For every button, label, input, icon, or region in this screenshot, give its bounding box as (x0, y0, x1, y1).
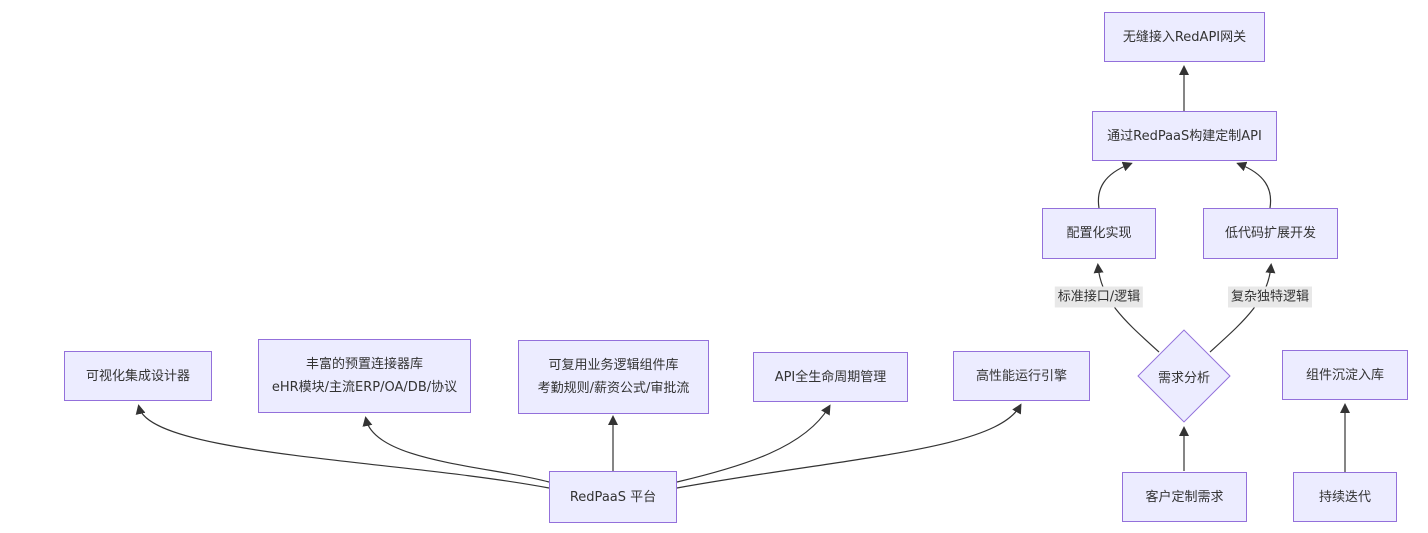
node-connector-library: 丰富的预置连接器库 eHR模块/主流ERP/OA/DB/协议 (258, 339, 471, 413)
edge-label-standard-logic: 标准接口/逻辑 (1054, 286, 1144, 308)
edge-demand-analysis-to-lowcode-dev (1209, 263, 1276, 353)
node-label: 客户定制需求 (1145, 489, 1224, 505)
edge-platform-to-visual-designer (135, 404, 550, 489)
node-label-line2: eHR模块/主流ERP/OA/DB/协议 (271, 380, 458, 395)
node-label: 配置化实现 (1066, 226, 1132, 241)
node-visual-designer: 可视化集成设计器 (64, 351, 212, 401)
node-label-line1: 可复用业务逻辑组件库 (548, 358, 679, 373)
node-label: 低代码扩展开发 (1224, 226, 1316, 241)
node-runtime-engine: 高性能运行引擎 (953, 351, 1090, 401)
node-config-impl: 配置化实现 (1042, 208, 1156, 259)
edge-label-complex-logic: 复杂独特逻辑 (1227, 286, 1313, 308)
node-label: 持续迭代 (1318, 489, 1371, 505)
node-api-lifecycle: API全生命周期管理 (753, 352, 908, 402)
node-label-line2: 考勤规则/薪资公式/审批流 (537, 381, 690, 396)
node-label: 无缝接入RedAPI网关 (1122, 29, 1247, 45)
edge-demand-analysis-to-config-impl (1093, 263, 1160, 353)
node-label: API全生命周期管理 (774, 369, 887, 385)
node-label: 高性能运行引擎 (975, 368, 1067, 384)
node-customer-demand: 客户定制需求 (1122, 472, 1247, 522)
node-component-library: 组件沉淀入库 (1282, 350, 1408, 400)
node-label-line1: 丰富的预置连接器库 (305, 357, 423, 372)
edge-platform-to-connector-library (362, 416, 550, 483)
node-label: 可视化集成设计器 (85, 368, 190, 384)
node-label: RedPaaS 平台 (569, 489, 657, 505)
node-label: 通过RedPaaS构建定制API (1107, 128, 1262, 144)
node-redpaas-platform: RedPaaS 平台 (549, 471, 677, 523)
node-label: 组件沉淀入库 (1305, 367, 1384, 383)
node-lowcode-dev: 低代码扩展开发 (1203, 208, 1338, 259)
node-gateway: 无缝接入RedAPI网关 (1104, 12, 1265, 62)
edge-config-impl-to-build-api (1097, 161, 1133, 209)
edge-platform-to-api-lifecycle (676, 404, 831, 483)
edge-platform-to-runtime-engine (676, 403, 1022, 489)
node-logic-library: 可复用业务逻辑组件库 考勤规则/薪资公式/审批流 (518, 340, 709, 414)
node-iteration: 持续迭代 (1293, 472, 1397, 522)
node-demand-analysis: 需求分析 (1137, 329, 1231, 423)
node-label: 需求分析 (1157, 370, 1210, 386)
node-build-api: 通过RedPaaS构建定制API (1092, 111, 1277, 161)
edge-lowcode-dev-to-build-api (1236, 161, 1272, 209)
